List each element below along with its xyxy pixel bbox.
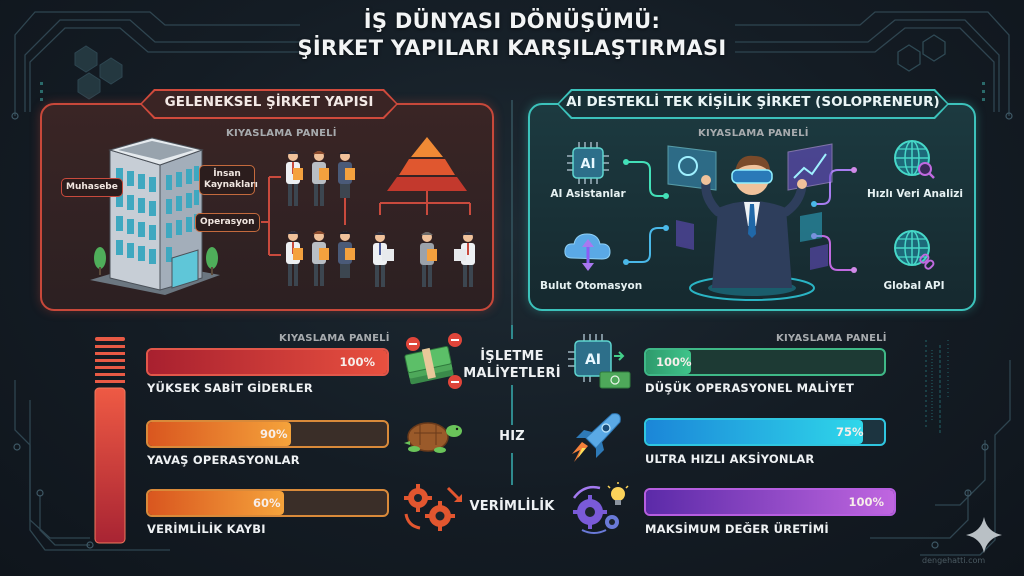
title-line-1: İŞ DÜNYASI DÖNÜŞÜMÜ: xyxy=(363,9,661,33)
bar-label-low-operational-cost: DÜŞÜK OPERASYONEL MALİYET xyxy=(645,381,855,395)
ai-chip-icon: AI xyxy=(567,142,609,184)
bar-efficiency-loss: 60% xyxy=(146,489,389,517)
bar-fill xyxy=(646,490,894,514)
feature-label-fast-analytics: Hızlı Veri Analizi xyxy=(866,188,964,200)
rocket-icon xyxy=(572,413,621,462)
bar-ultra-fast-actions: 75% xyxy=(644,418,886,446)
department-tag-hr: İnsan Kaynakları xyxy=(199,165,258,195)
feature-label-cloud-automation: Bulut Otomasyon xyxy=(540,280,643,292)
vr-solopreneur-illustration xyxy=(667,143,833,301)
money-stack-minus-icon xyxy=(404,333,462,389)
metric-efficiency: VERİMLİLİK xyxy=(469,499,555,514)
traditional-panel-subtitle: KIYASLAMA PANELİ xyxy=(226,128,337,139)
cloud-automation-icon xyxy=(564,233,611,271)
bar-label-max-value-creation: MAKSİMUM DEĞER ÜRETİMİ xyxy=(645,522,829,536)
gears-lightbulb-icon xyxy=(572,482,629,534)
bar-value: 100% xyxy=(656,355,692,369)
right-comparison-subtitle: KIYASLAMA PANELİ xyxy=(776,333,887,344)
bar-max-value-creation: 100% xyxy=(644,488,896,516)
feature-label-ai-assistants: AI Asistanlar xyxy=(550,188,626,200)
turtle-icon xyxy=(404,422,462,453)
bar-low-operational-cost: 100% xyxy=(644,348,886,376)
bar-label-fixed-costs: YÜKSEK SABİT GİDERLER xyxy=(147,381,313,395)
bar-fill xyxy=(148,422,292,446)
left-comparison-subtitle: KIYASLAMA PANELİ xyxy=(279,333,390,344)
org-chart-diagram xyxy=(261,137,475,287)
bar-fill xyxy=(148,491,285,515)
bar-value: 100% xyxy=(339,355,375,369)
traditional-panel-header: GELENEKSEL ŞİRKET YAPISI xyxy=(140,89,398,119)
center-divider xyxy=(511,325,513,485)
bar-fill xyxy=(646,420,863,444)
bar-value: 75% xyxy=(836,425,864,439)
svg-text:AI: AI xyxy=(585,352,601,368)
globe-api-icon xyxy=(894,230,935,270)
feature-label-global-api: Global API xyxy=(883,280,945,292)
bar-label-efficiency-loss: VERİMLİLİK KAYBI xyxy=(147,522,266,536)
bar-slow-operations: 90% xyxy=(146,420,389,448)
bar-label-ultra-fast-actions: ULTRA HIZLI AKSİYONLAR xyxy=(645,452,815,466)
bar-fill xyxy=(646,350,692,374)
ai-chip-money-icon: AI xyxy=(568,334,631,389)
title-line-2: ŞİRKET YAPILARI KARŞILAŞTIRMASI xyxy=(297,36,727,60)
svg-text:AI: AI xyxy=(581,157,596,172)
office-building-icon xyxy=(90,137,220,295)
bar-fill xyxy=(148,350,387,374)
bar-value: 100% xyxy=(848,495,884,509)
department-tag-operations: Operasyon xyxy=(195,213,260,232)
sparkle-icon xyxy=(966,517,1002,553)
watermark: dengehatti.com xyxy=(922,556,986,565)
metric-speed: HIZ xyxy=(499,429,525,444)
bar-value: 90% xyxy=(260,427,288,441)
ai-panel-subtitle: KIYASLAMA PANELİ xyxy=(698,128,809,139)
page-title: İŞ DÜNYASI DÖNÜŞÜMÜ: ŞİRKET YAPILARI KAR… xyxy=(0,8,1024,62)
bar-value: 60% xyxy=(253,496,281,510)
globe-analytics-icon xyxy=(894,140,935,179)
metric-operating-costs: İŞLETME MALİYETLERİ xyxy=(463,349,561,381)
vertical-gauge xyxy=(94,337,126,544)
employee-figures xyxy=(286,151,475,287)
broken-gears-icon xyxy=(404,484,462,531)
ai-panel-header: AI DESTEKLİ TEK KİŞİLİK ŞİRKET (SOLOPREN… xyxy=(557,89,949,119)
department-tag-accounting: Muhasebe xyxy=(61,178,123,197)
bar-label-slow-operations: YAVAŞ OPERASYONLAR xyxy=(147,453,300,467)
bar-fixed-costs: 100% xyxy=(146,348,389,376)
